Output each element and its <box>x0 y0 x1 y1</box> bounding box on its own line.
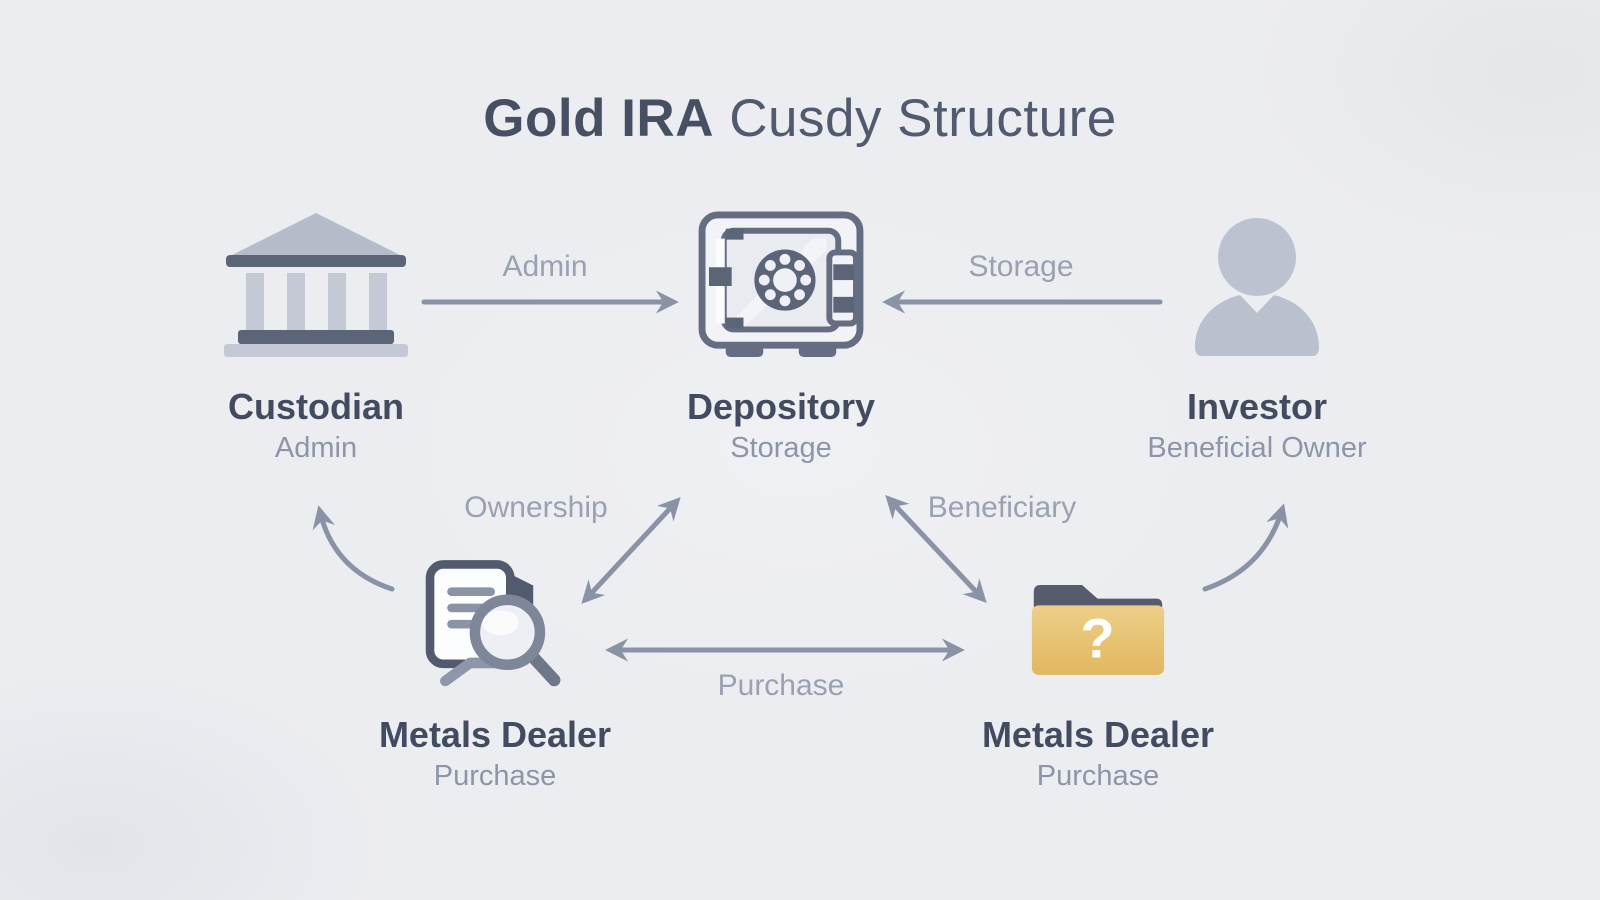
ownership-edge-label: Ownership <box>464 491 608 524</box>
dealer-to-custodian-curved-arrow <box>312 505 395 592</box>
node-role: Purchase <box>1036 760 1160 793</box>
node-name: Depository <box>686 386 876 427</box>
dealer-to-investor-curved-arrow <box>1202 503 1289 592</box>
node-name: Metals Dealer <box>378 714 612 755</box>
node-role: Purchase <box>433 760 557 793</box>
node-role: Beneficial Owner <box>1147 432 1367 465</box>
vault-safe-icon <box>697 211 865 360</box>
node-custodian: Custodian Admin <box>136 212 496 466</box>
node-metals-dealer-left: Metals Dealer Purchase <box>315 550 675 794</box>
admin-edge-label: Admin <box>502 250 588 283</box>
page-title: Gold IRA Cusdy Structure <box>0 89 1600 148</box>
node-investor: Investor Beneficial Owner <box>1077 212 1437 466</box>
node-metals-dealer-right: ? Metals Dealer Purchase <box>918 550 1278 794</box>
node-name: Investor <box>1186 386 1328 427</box>
title-remainder: Cusdy Structure <box>729 89 1117 148</box>
document-magnifier-icon <box>409 550 581 706</box>
node-name: Metals Dealer <box>981 714 1215 755</box>
title-emphasis: Gold IRA <box>483 89 714 148</box>
bank-icon <box>221 212 411 360</box>
storage-edge-label: Storage <box>968 250 1074 283</box>
node-depository: Depository Storage <box>601 211 961 466</box>
node-role: Storage <box>730 432 832 465</box>
node-name: Custodian <box>228 386 404 427</box>
person-icon <box>1182 212 1332 360</box>
folder-question-icon: ? <box>1028 550 1168 706</box>
beneficiary-edge-label: Beneficiary <box>927 491 1077 524</box>
question-mark-glyph: ? <box>1080 606 1114 669</box>
ownership-double-arrow <box>581 496 681 605</box>
purchase-edge-label: Purchase <box>717 669 845 702</box>
beneficiary-double-arrow <box>885 494 987 604</box>
node-role: Admin <box>274 432 358 465</box>
